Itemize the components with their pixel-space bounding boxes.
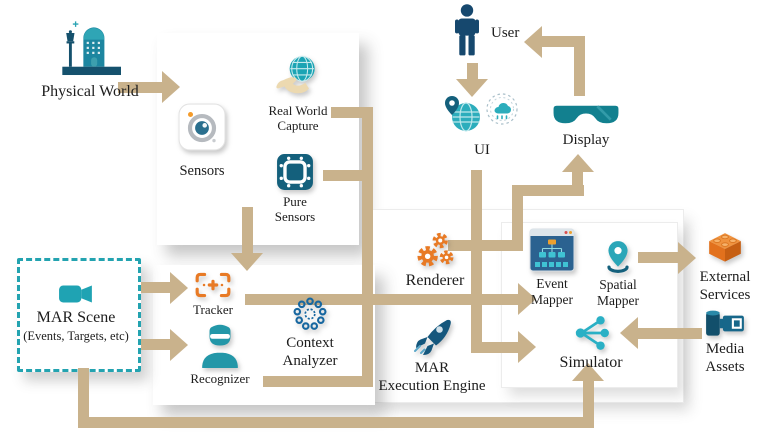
node-event-mapper: Event Mapper	[521, 227, 583, 308]
event-mapper-window-icon	[529, 227, 575, 273]
arrowhead	[562, 154, 594, 172]
display-label: Display	[562, 132, 610, 148]
arrow-renderer-display-v2	[572, 172, 583, 196]
arrow-scene-simulator-h	[78, 417, 594, 428]
tracker-label: Tracker	[193, 302, 233, 317]
arrow-ui-simulator-v	[471, 170, 482, 353]
arrow-renderer-display-v1	[512, 185, 523, 251]
arrow-display-user-h	[542, 36, 585, 47]
arrowhead	[572, 363, 604, 381]
node-simulator: Simulator	[553, 315, 629, 373]
arrow-sensors-tracker	[242, 207, 253, 253]
map-pin-icon	[602, 240, 634, 274]
node-renderer: Renderer	[397, 231, 473, 291]
node-recognizer: Recognizer	[184, 324, 256, 386]
node-media-assets: Media Assets	[688, 308, 762, 376]
external-services-label: External Services	[699, 269, 751, 303]
node-mar-scene: MAR Scene (Events, Targets, etc)	[20, 282, 132, 344]
chip-icon	[276, 153, 314, 191]
mar-scene-label: MAR Scene	[36, 309, 116, 326]
node-sensors: Sensors	[162, 103, 242, 180]
context-analyzer-label: Context Analyzer	[282, 335, 338, 369]
arrowhead	[170, 272, 188, 304]
arrow-scene-recognizer	[141, 339, 170, 350]
arrow-scene-simulator-v2	[583, 381, 594, 428]
arrow-ui-simulator-h	[471, 342, 518, 353]
user-label: User	[491, 25, 520, 42]
node-display: Display	[550, 104, 622, 150]
vr-glasses-icon	[552, 104, 620, 126]
arrowhead	[524, 26, 542, 58]
node-ui: UI	[444, 90, 520, 160]
arrow-scene-simulator-v1	[78, 368, 89, 428]
share-network-icon	[572, 315, 610, 351]
node-physical-world: Physical World	[26, 18, 154, 102]
recognizer-person-icon	[200, 324, 240, 368]
city-building-icon	[54, 18, 126, 80]
mar-scene-box	[17, 258, 141, 372]
spatial-mapper-label: Spatial Mapper	[597, 277, 639, 308]
arrow-tracker-eventmapper	[245, 294, 518, 305]
gears-icon	[414, 231, 456, 269]
node-external-services: External Services	[688, 232, 762, 304]
arrowhead	[620, 317, 638, 349]
tracker-frame-icon	[194, 271, 232, 299]
arrow-scene-tracker	[141, 282, 170, 293]
ui-label: UI	[474, 142, 490, 158]
video-camera-icon	[58, 282, 94, 306]
mar-scene-sublabel: (Events, Targets, etc)	[23, 328, 129, 343]
rocket-icon	[410, 317, 454, 357]
arrowhead	[518, 331, 536, 363]
event-mapper-label: Event Mapper	[531, 276, 573, 307]
arrowhead	[170, 329, 188, 361]
physical-world-label: Physical World	[41, 83, 139, 100]
pure-sensors-label: Pure Sensors	[274, 194, 316, 225]
simulator-label: Simulator	[559, 354, 623, 371]
media-assets-label: Media Assets	[705, 341, 745, 375]
node-pure-sensors: Pure Sensors	[262, 153, 328, 225]
arrowhead	[231, 253, 263, 271]
mar-execution-engine-label: MAR Execution Engine	[378, 360, 486, 394]
renderer-label: Renderer	[405, 272, 465, 289]
arrow-user-ui	[467, 63, 478, 79]
line-sensor-trunk	[362, 107, 373, 387]
arrow-renderer-display-h1	[448, 240, 523, 251]
arrow-display-user-v	[574, 36, 585, 96]
line-puresensors	[323, 170, 373, 181]
arrow-spatial-external	[638, 252, 678, 263]
node-tracker: Tracker	[186, 271, 240, 317]
arrowhead	[678, 242, 696, 274]
node-mar-execution-engine: MAR Execution Engine	[376, 317, 488, 395]
context-analyzer-icon	[292, 296, 328, 332]
arrowhead	[518, 283, 536, 315]
real-world-capture-label: Real World Capture	[268, 103, 328, 134]
lego-brick-icon	[706, 232, 744, 266]
ui-globe-pin-cloud-icon	[439, 90, 525, 136]
media-film-icon	[704, 308, 746, 338]
node-real-world-capture: Real World Capture	[258, 52, 338, 134]
sensors-label: Sensors	[179, 163, 225, 179]
arrowhead	[162, 71, 180, 103]
line-realworldcapture	[331, 107, 373, 118]
camera-sensor-icon	[178, 103, 226, 151]
line-recognizer	[263, 376, 373, 387]
arrow-renderer-display-h2	[512, 185, 584, 196]
node-context-analyzer: Context Analyzer	[268, 296, 352, 370]
arrowhead	[456, 79, 488, 97]
hand-globe-icon	[275, 52, 321, 100]
arrow-physicalworld-sensors	[118, 82, 162, 93]
user-person-icon	[452, 4, 482, 64]
arrow-media-simulator	[638, 328, 702, 339]
recognizer-label: Recognizer	[190, 371, 250, 386]
node-user: User	[452, 4, 519, 64]
node-spatial-mapper: Spatial Mapper	[588, 240, 648, 309]
